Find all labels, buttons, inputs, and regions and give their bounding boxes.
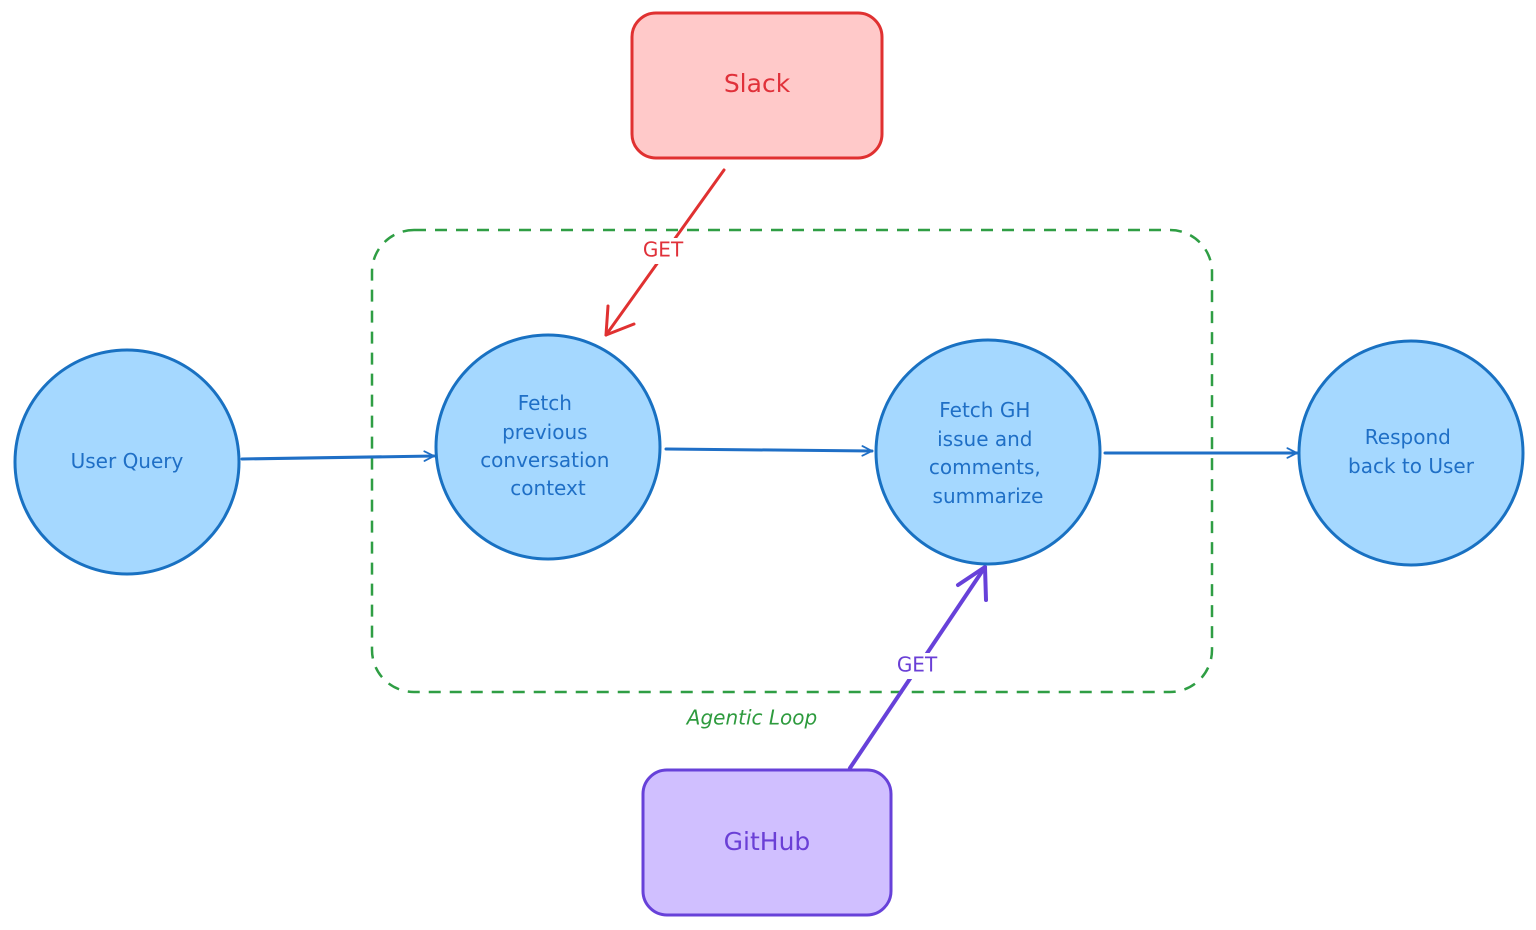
arrow-context-to-gh [664, 445, 874, 457]
slack-get-arrowhead [604, 304, 636, 337]
github-get-arrowhead [956, 565, 988, 602]
slack-box[interactable] [630, 11, 884, 160]
respond-node[interactable] [1297, 339, 1525, 567]
github-box[interactable] [641, 768, 893, 917]
user-query-node[interactable] [13, 348, 241, 576]
fetch-context-node[interactable] [434, 333, 662, 561]
arrow-query-to-context [240, 450, 436, 462]
user-query-label: User Query [71, 449, 184, 473]
fetch-gh-label: Fetch GH issue and comments, summarize [929, 398, 1047, 508]
github-get-label: GET [897, 653, 938, 677]
github-label: GitHub [724, 827, 811, 856]
slack-get-label: GET [643, 238, 684, 262]
fetch-gh-node[interactable] [874, 338, 1102, 566]
github-get-label-bg [887, 653, 947, 679]
agentic-loop-group [370, 228, 1214, 694]
slack-get-label-bg [634, 238, 692, 264]
fetch-context-label: Fetch previous conversation context [480, 391, 616, 500]
respond-label: Respond back to User [1348, 425, 1475, 478]
slack-label: Slack [724, 69, 791, 98]
agentic-loop-label: Agentic Loop [685, 706, 817, 730]
